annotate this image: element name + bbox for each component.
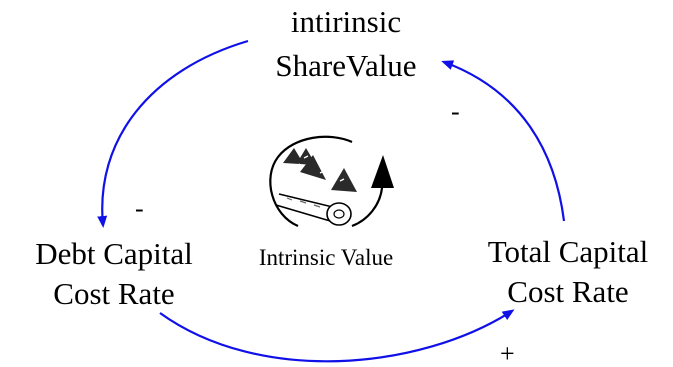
link-share-to-debt bbox=[97, 39, 249, 228]
node-total-rate-line2: Cost Rate bbox=[507, 274, 628, 309]
node-debt-rate-line2: Cost Rate bbox=[53, 276, 174, 311]
polarity-share-to-debt: - bbox=[135, 194, 144, 223]
node-total-rate[interactable]: Total Capital Cost Rate bbox=[488, 234, 649, 309]
snowy-mountain-rolling-log-icon bbox=[269, 135, 394, 228]
node-debt-rate[interactable]: Debt Capital Cost Rate bbox=[35, 236, 193, 311]
node-debt-rate-line1: Debt Capital bbox=[35, 236, 193, 271]
link-debt-to-total bbox=[159, 309, 515, 363]
node-total-rate-line1: Total Capital bbox=[488, 234, 649, 269]
polarity-debt-to-total: + bbox=[500, 339, 515, 367]
node-share-value[interactable]: intirinsic ShareValue bbox=[275, 4, 416, 83]
node-share-value-line1: intirinsic bbox=[291, 4, 401, 39]
node-share-value-line2: ShareValue bbox=[275, 48, 416, 83]
loop-label: Intrinsic Value bbox=[259, 245, 393, 270]
link-total-to-share bbox=[441, 60, 566, 222]
polarity-total-to-share: - bbox=[451, 97, 460, 126]
